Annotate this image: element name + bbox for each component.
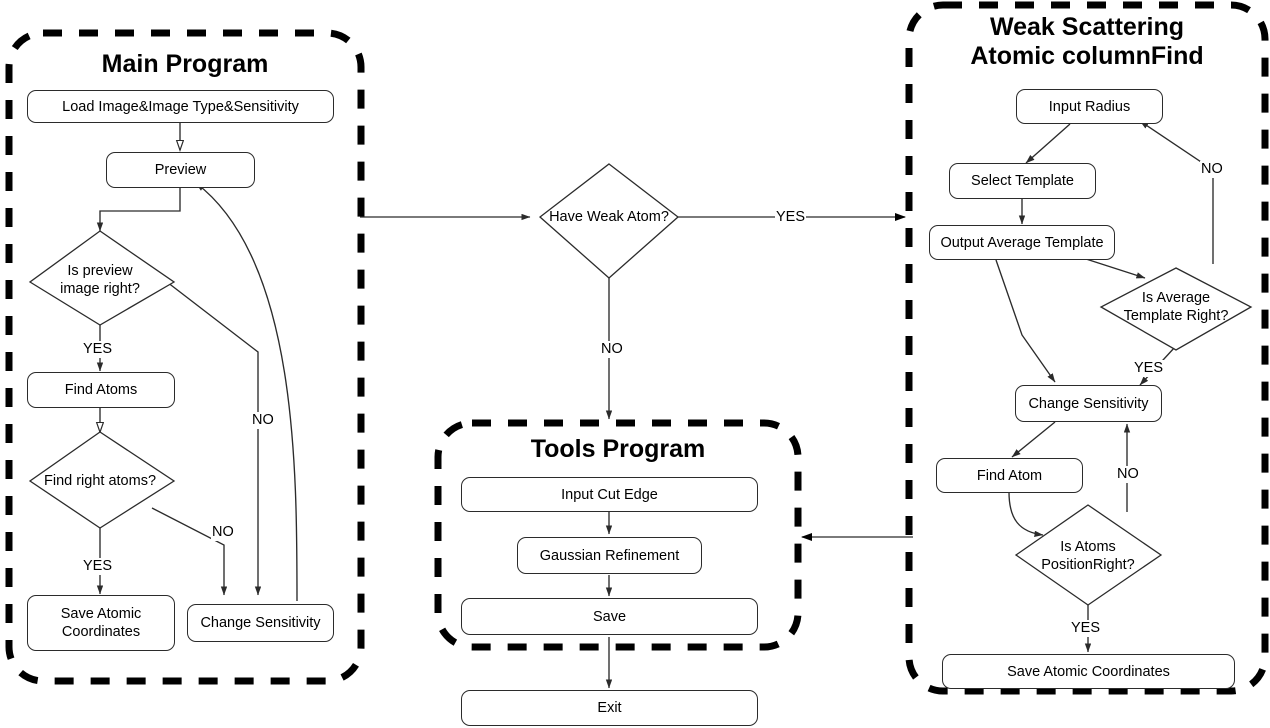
node-save-atomic-coordinates-main[interactable]: Save Atomic Coordinates	[27, 595, 175, 651]
edge-label-atoms-no: NO	[211, 524, 235, 541]
weak-scattering-panel-border	[905, 1, 1269, 695]
edge-label-atoms-yes: YES	[82, 558, 114, 575]
diamond-have-weak-atom	[538, 163, 680, 279]
node-change-sensitivity-weak[interactable]: Change Sensitivity	[1015, 385, 1162, 422]
edge-label-preview-yes: YES	[82, 341, 114, 358]
node-load-image[interactable]: Load Image&Image Type&Sensitivity	[27, 90, 334, 123]
edge-label-haveweak-yes: YES	[775, 209, 807, 226]
node-change-sensitivity-main[interactable]: Change Sensitivity	[187, 604, 334, 642]
edge-ispreview-no	[166, 281, 262, 596]
node-select-template[interactable]: Select Template	[949, 163, 1096, 199]
edge-label-haveweak-no: NO	[600, 341, 624, 358]
edge-output-to-isavg	[1085, 258, 1146, 279]
tools-program-panel-border	[434, 419, 802, 651]
edge-label-position-yes: YES	[1070, 620, 1102, 637]
edge-label-position-no: NO	[1116, 466, 1140, 483]
edge-findright-no	[151, 507, 228, 596]
node-find-atom[interactable]: Find Atom	[936, 458, 1083, 493]
node-exit[interactable]: Exit	[461, 690, 758, 726]
diamond-is-average-template-right	[1099, 267, 1253, 351]
diamond-is-preview-right	[28, 230, 176, 326]
edge-isavg-no	[1139, 120, 1214, 264]
node-output-average-template[interactable]: Output Average Template	[929, 225, 1115, 260]
node-input-cut-edge[interactable]: Input Cut Edge	[461, 477, 758, 512]
main-program-panel-border	[5, 29, 365, 685]
main-program-title: Main Program	[101, 50, 269, 78]
node-preview[interactable]: Preview	[106, 152, 255, 188]
diamond-is-atoms-position-right	[1014, 504, 1163, 606]
edge-changesensitivity-to-preview	[195, 182, 298, 602]
edge-output-to-changesens	[995, 259, 1056, 383]
edge-label-template-yes: YES	[1133, 360, 1165, 377]
node-save[interactable]: Save	[461, 598, 758, 635]
tools-program-title: Tools Program	[530, 435, 706, 463]
edge-label-template-no: NO	[1200, 161, 1224, 178]
edge-radius-to-template	[1025, 123, 1071, 164]
node-input-radius[interactable]: Input Radius	[1016, 89, 1163, 124]
node-gaussian-refinement[interactable]: Gaussian Refinement	[517, 537, 702, 574]
diamond-find-right-atoms	[28, 431, 176, 529]
node-save-atomic-coordinates-weak[interactable]: Save Atomic Coordinates	[942, 654, 1235, 689]
edge-label-preview-no: NO	[251, 412, 275, 429]
weak-scattering-title: Weak Scattering Atomic columnFind	[970, 13, 1204, 70]
edge-changesens-to-findatom	[1011, 421, 1056, 458]
edge-preview-to-ispreview	[96, 188, 181, 232]
edge-findatom-to-isatoms	[1008, 491, 1044, 538]
node-find-atoms[interactable]: Find Atoms	[27, 372, 175, 408]
